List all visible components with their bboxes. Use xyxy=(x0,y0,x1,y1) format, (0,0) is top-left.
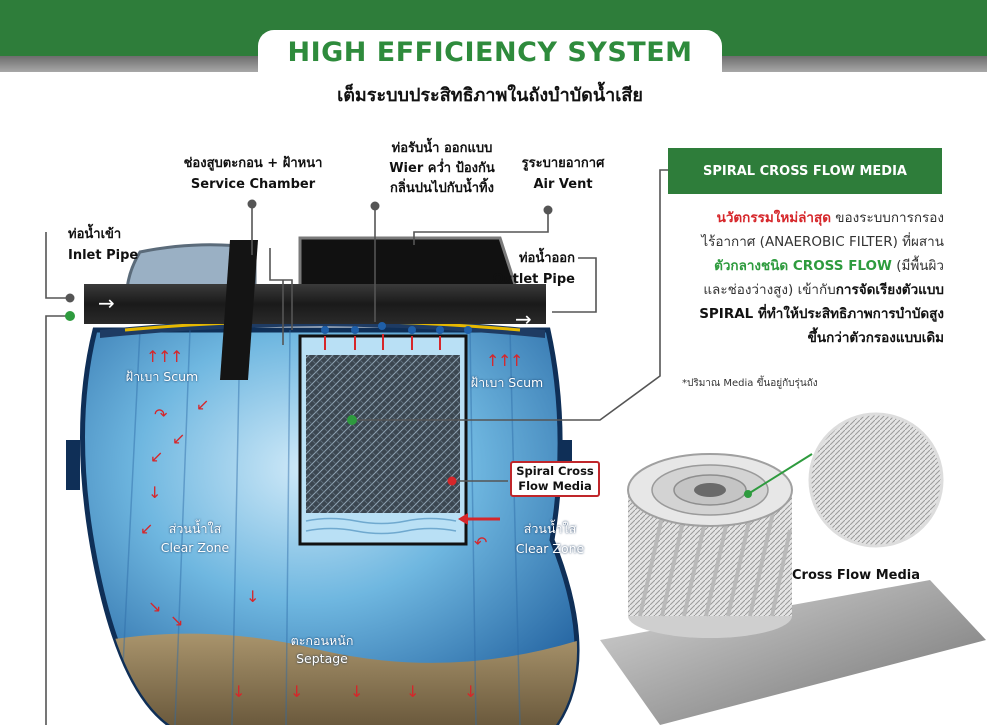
desc-line5: SPIRAL ที่ทำให้ประสิทธิภาพการบำบัดสูง xyxy=(699,306,944,322)
desc-line2: ไร้อากาศ (ANAEROBIC FILTER) ที่ผสาน xyxy=(701,234,944,250)
svg-text:↘: ↘ xyxy=(170,611,183,630)
septage-label-en: Septage xyxy=(296,651,348,666)
svg-text:↑: ↑ xyxy=(146,347,159,366)
clear-zone-label-left-en: Clear Zone xyxy=(160,540,230,555)
cross-flow-media-label: Cross Flow Media xyxy=(792,568,920,583)
clear-zone-label-right-en: Clear Zone xyxy=(515,541,585,556)
page-title: HIGH EFFICIENCY SYSTEM xyxy=(287,37,693,68)
septage-label-th: ตะกอนหนัก xyxy=(290,633,354,648)
media-note: *ปริมาณ Media ขึ้นอยู่กับรุ่นถัง xyxy=(682,378,818,389)
tank-flange-left xyxy=(66,440,80,490)
svg-text:↓: ↓ xyxy=(232,682,245,701)
svg-text:↙: ↙ xyxy=(172,429,185,448)
svg-text:↶: ↶ xyxy=(474,533,487,552)
spiral-media-label-line1: Spiral Cross xyxy=(516,464,594,478)
desc-line4-rest: และช่องว่างสูง) เข้ากับ xyxy=(703,282,836,298)
svg-text:↑: ↑ xyxy=(170,347,183,366)
weir-label-line2: Wier คว่ำ ป้องกัน xyxy=(389,161,495,176)
callout-description: นวัตกรรมใหม่ล่าสุด ของระบบการกรอง ไร้อาก… xyxy=(652,206,944,350)
desc-highlight-red: นวัตกรรมใหม่ล่าสุด xyxy=(716,210,831,226)
callout-title: SPIRAL CROSS FLOW MEDIA xyxy=(668,148,942,194)
svg-text:↑: ↑ xyxy=(498,351,511,370)
horizontal-pipe xyxy=(84,284,546,324)
svg-text:↙: ↙ xyxy=(150,447,163,466)
media-zoom-circle xyxy=(808,412,944,548)
desc-line4-bold: การจัดเรียงตัวแบบ xyxy=(835,282,944,298)
svg-text:↓: ↓ xyxy=(246,587,259,606)
svg-text:↓: ↓ xyxy=(350,682,363,701)
weir-label-line1: ท่อรับน้ำ ออกแบบ xyxy=(391,141,493,156)
page-subtitle: เต็มระบบประสิทธิภาพในถังบำบัดน้ำเสีย xyxy=(337,85,643,106)
service-chamber-label-th: ช่องสูบตะกอน + ฝ้าหนา xyxy=(183,156,323,171)
desc-line6: ขึ้นกว่าตัวกรองแบบเดิม xyxy=(807,330,944,346)
scum-label-left: ฝ้าเบา Scum xyxy=(125,369,199,384)
desc-line1-rest: ของระบบการกรอง xyxy=(831,210,944,226)
svg-text:↓: ↓ xyxy=(290,682,303,701)
svg-text:↓: ↓ xyxy=(148,483,161,502)
air-vent-label-en: Air Vent xyxy=(533,177,593,192)
title-box xyxy=(258,30,722,114)
spiral-media-label-line2: Flow Media xyxy=(518,479,592,493)
svg-text:↓: ↓ xyxy=(406,682,419,701)
spiral-media-label-box: Spiral Cross Flow Media xyxy=(510,461,600,497)
svg-text:↑: ↑ xyxy=(510,351,523,370)
svg-text:↓: ↓ xyxy=(464,682,477,701)
scum-label-right: ฝ้าเบา Scum xyxy=(470,375,544,390)
service-chamber-pipe xyxy=(220,240,258,380)
clear-zone-label-left-th: ส่วนน้ำใส xyxy=(168,521,222,536)
desc-highlight-green: ตัวกลางชนิด CROSS FLOW xyxy=(714,258,892,274)
spiral-media-block xyxy=(306,355,460,513)
inlet-pipe-label-th: ท่อน้ำเข้า xyxy=(68,227,122,242)
weir-label-line3: กลิ่นปนไปกับน้ำทิ้ง xyxy=(390,181,494,196)
svg-text:↑: ↑ xyxy=(486,351,499,370)
inlet-pipe-label-en: Inlet Pipe xyxy=(68,248,139,263)
svg-text:↘: ↘ xyxy=(148,597,161,616)
service-chamber-label-en: Service Chamber xyxy=(190,177,316,192)
media-base-plate xyxy=(600,580,986,725)
outlet-pipe-label-en: Outlet Pipe xyxy=(492,272,575,287)
svg-text:↙: ↙ xyxy=(140,519,153,538)
outlet-arrow-icon: → xyxy=(515,307,532,331)
svg-text:↷: ↷ xyxy=(154,405,168,424)
clear-zone-label-right-th: ส่วนน้ำใส xyxy=(523,521,577,536)
inlet-arrow-icon: → xyxy=(98,291,115,315)
desc-line3-rest: (มีพื้นผิว xyxy=(891,258,944,274)
cross-flow-media-cylinder xyxy=(627,453,793,638)
air-vent-label-th: รูระบายอากาศ xyxy=(521,156,605,171)
svg-text:↑: ↑ xyxy=(158,347,171,366)
outlet-pipe-label-th: ท่อน้ำออก xyxy=(518,251,575,266)
svg-text:↙: ↙ xyxy=(196,395,209,414)
